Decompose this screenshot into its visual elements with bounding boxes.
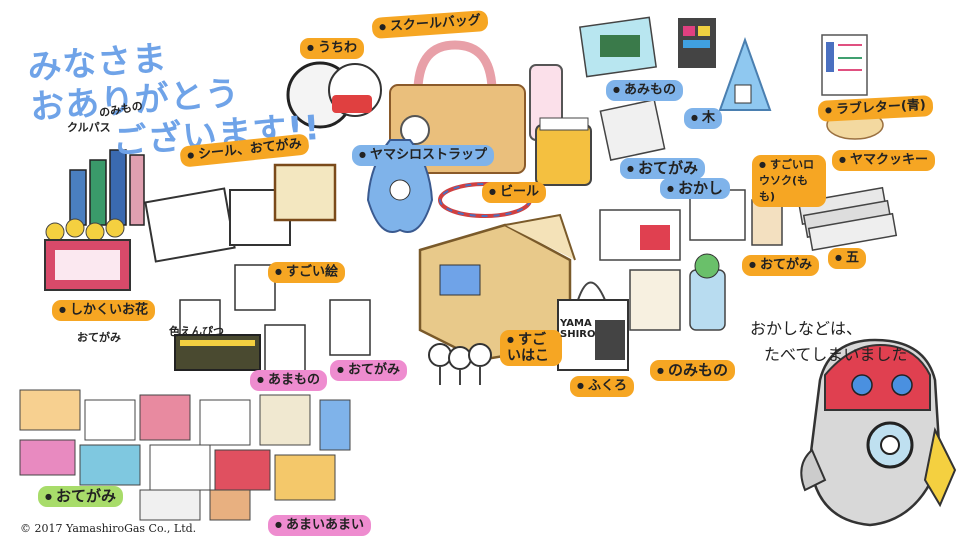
label-amamono: あまもの [250, 370, 327, 391]
money-stack [797, 186, 898, 251]
label-letter-5: おてがみ [38, 486, 123, 507]
bag-text: YAMA SHIRO [560, 318, 596, 340]
lollipops [428, 343, 492, 385]
pencil-case [174, 334, 261, 371]
seal-letter-book [144, 163, 337, 263]
cardboard-box [418, 213, 576, 362]
label-flowers: しかくいお花 [52, 300, 155, 321]
label-amai-amai: あまいあまい [268, 515, 371, 536]
label-sugoi-hako: すごいはこ [500, 330, 562, 366]
drink-cups [629, 253, 726, 331]
note-line-2: たべてしまいました [764, 345, 908, 364]
label-uchiwa: うちわ [300, 38, 364, 59]
bag-text-line-1: YAMA [560, 318, 592, 329]
sketch-cards [179, 264, 371, 376]
label-letter-3: おてがみ [77, 331, 121, 344]
uchiwa-fan [286, 61, 382, 129]
beer-drinks [529, 64, 592, 186]
flower-box [44, 218, 131, 291]
note-line-1: おかしなどは、 [750, 319, 863, 338]
label-sugoi-wax: すごいロウソク(もも) [752, 155, 826, 207]
bag-text-line-2: SHIRO [560, 329, 596, 340]
drink-bottles [69, 149, 145, 226]
label-yama-cookie: ヤマクッキー [832, 150, 935, 171]
letters-cluster [599, 98, 783, 261]
sweets-pile [19, 389, 351, 521]
knitting-items [579, 16, 716, 78]
label-beer: ビール [482, 182, 546, 203]
sweets-note: おかしなどは、 たべてしまいました [750, 316, 907, 368]
label-go: 五 [828, 248, 866, 269]
label-nomono: のみもの [650, 360, 735, 381]
label-okashi: おかし [660, 178, 730, 199]
tree-figure [718, 37, 772, 111]
love-letter-cards [821, 34, 868, 96]
label-fukuro: ふくろ [570, 376, 634, 397]
label-sugoi-e: すごい絵 [268, 262, 345, 283]
label-clippers: クルパス [67, 121, 111, 134]
label-letter-1: おてがみ [620, 158, 705, 179]
label-letter-2: おてがみ [742, 255, 819, 276]
shopping-bag [557, 281, 629, 371]
label-strap: ヤマシロストラップ [352, 145, 494, 166]
robot-mascot [800, 338, 957, 527]
label-letter-4: おてがみ [330, 360, 407, 381]
label-pencil: 色えんぴつ [169, 325, 224, 338]
label-tree: 木 [684, 108, 722, 129]
copyright: © 2017 YamashiroGas Co., Ltd. [20, 522, 197, 535]
label-amimono: あみもの [606, 80, 683, 101]
